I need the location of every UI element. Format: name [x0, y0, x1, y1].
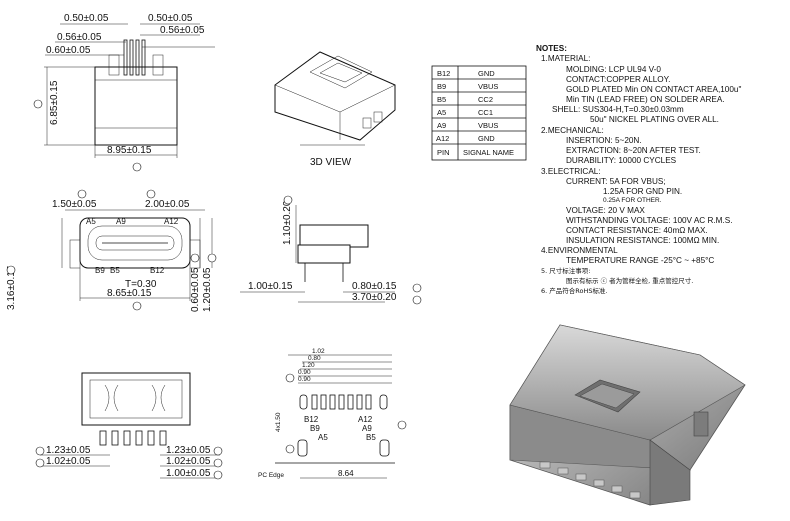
- pin-label: B12: [304, 415, 319, 424]
- pin-table-pin: B12: [437, 69, 450, 78]
- notes-line: 5. 尺寸标注事项:: [541, 266, 590, 275]
- pin-label: B5: [110, 266, 120, 275]
- pin-label: A5: [86, 217, 96, 226]
- dim-label: 0.56±0.05: [57, 32, 102, 43]
- pin-table-signal: CC2: [478, 95, 493, 104]
- dim-label: 1.23±0.05: [46, 445, 91, 456]
- dim-label: 1.50±0.05: [52, 199, 97, 210]
- dim-label: 0.90: [298, 369, 311, 376]
- notes-line: 图示有标示 ⓒ 者为管样全检, 重点管控尺寸.: [566, 276, 693, 285]
- top-view-pins: [123, 39, 146, 76]
- notes-line: CURRENT: 5A FOR VBUS;: [566, 177, 666, 186]
- notes-line: SHELL: SUS304-H,T=0.30±0.03mm: [552, 105, 684, 114]
- dim-label: 0.80: [308, 355, 321, 362]
- pin-label: A9: [116, 217, 126, 226]
- notes-line: 1.25A FOR GND PIN.: [603, 187, 682, 196]
- notes-line: 50u" NICKEL PLATING OVER ALL.: [590, 115, 719, 124]
- pin-label: A5: [318, 433, 328, 442]
- pin-table-pin: A12: [436, 134, 449, 143]
- dim-label: T=0.30: [125, 279, 157, 290]
- dim-label: 1.20: [302, 362, 315, 369]
- pin-table-pin: B9: [437, 82, 446, 91]
- pcb-footprint: 1.02 0.80 1.20 0.90 0.90 B12 B9 A5 A12 A…: [258, 348, 407, 479]
- notes-line: DURABILITY: 10000 CYCLES: [566, 156, 677, 165]
- dim-label: 3.70±0.20: [352, 292, 397, 303]
- dim-label: 1.02: [312, 348, 325, 355]
- pin-table-signal: CC1: [478, 108, 493, 117]
- dim-label: 6.85±0.15: [49, 80, 60, 125]
- notes-line: 2.MECHANICAL:: [541, 126, 604, 135]
- pin-table-pin: A9: [437, 121, 446, 130]
- product-photo: [509, 324, 746, 506]
- dim-label: 0.90: [298, 376, 311, 383]
- dim-label: 2.00±0.05: [145, 199, 190, 210]
- notes-line: INSERTION: 5~20N.: [566, 136, 642, 145]
- pin-label: B12: [150, 266, 165, 275]
- dim-label: 8.65±0.15: [107, 288, 152, 299]
- dim-label: 1.00±0.05: [166, 468, 211, 479]
- front-view: 1.50±0.05 2.00±0.05 A5 A9 A12 B5 B9 B12 …: [6, 189, 217, 312]
- pin-table: B12 GND B9 VBUS B5 CC2 A5 CC1 A9 VBUS A1…: [431, 65, 527, 161]
- side-view: 1.10±0.20 1.00±0.15 0.80±0.15 3.70±0.20: [240, 195, 422, 305]
- notes-title: NOTES:: [536, 44, 567, 53]
- dim-label: 1.02±0.05: [46, 456, 91, 467]
- notes-line: 3.ELECTRICAL:: [541, 167, 601, 176]
- notes-line: CONTACT RESISTANCE: 40mΩ MAX.: [566, 226, 708, 235]
- iso-view-label: 3D VIEW: [310, 157, 352, 168]
- notes-line: MOLDING: LCP UL94 V-0: [566, 65, 661, 74]
- footprint-pads: [297, 394, 390, 457]
- notes-line: 1.MATERIAL:: [541, 54, 590, 63]
- pin-table-header-pin: PIN: [437, 148, 450, 157]
- dim-label: 8.95±0.15: [107, 145, 152, 156]
- notes-line: VOLTAGE: 20 V MAX: [566, 206, 645, 215]
- notes-line: WITHSTANDING VOLTAGE: 100V AC R.M.S.: [566, 216, 733, 225]
- bottom-view: 1.23±0.05 1.02±0.05 1.23±0.05 1.02±0.05 …: [35, 372, 223, 480]
- pc-edge-label: PC Edge: [258, 472, 284, 479]
- top-view: 0.50±0.05 0.56±0.05 0.60±0.05 0.50±0.05 …: [33, 13, 215, 172]
- notes-line: TEMPERATURE RANGE -25°C ~ +85°C: [566, 256, 714, 265]
- dim-label: 0.50±0.05: [64, 13, 109, 24]
- pin-label: B9: [310, 424, 320, 433]
- pin-label: A12: [358, 415, 373, 424]
- dim-label: 1.23±0.05: [166, 445, 211, 456]
- pin-table-header-signal: SIGNAL NAME: [463, 148, 514, 157]
- dim-label: 1.10±0.20: [282, 200, 293, 245]
- dim-label: 0.80±0.15: [352, 281, 397, 292]
- pin-table-pin: B5: [437, 95, 446, 104]
- pin-label: A12: [164, 217, 179, 226]
- pin-table-pin: A5: [437, 108, 446, 117]
- iso-view: 3D VIEW: [274, 51, 396, 168]
- dim-label: 3.16±0.15: [6, 265, 17, 310]
- dim-label: 1.02±0.05: [166, 456, 211, 467]
- notes-line: GOLD PLATED Min ON CONTACT AREA,100u": [566, 85, 741, 94]
- dim-label: 0.56±0.05: [160, 25, 205, 36]
- bottom-view-body: [81, 372, 191, 426]
- side-view-body: [299, 224, 369, 248]
- top-view-body: [94, 66, 178, 146]
- notes-line: CONTACT:COPPER ALLOY.: [566, 75, 670, 84]
- pin-label: A9: [362, 424, 372, 433]
- notes: NOTES: 1.MATERIAL: MOLDING: LCP UL94 V-0…: [536, 44, 741, 295]
- notes-line: EXTRACTION: 8~20N AFTER TEST.: [566, 146, 701, 155]
- pin-label: B9: [95, 266, 105, 275]
- bottom-view-pins: [99, 430, 167, 446]
- dim-label: 0.60±0.05: [46, 45, 91, 56]
- pin-table-signal: VBUS: [478, 121, 498, 130]
- notes-line: 0.25A FOR OTHER.: [603, 197, 662, 204]
- dim-label: 8.64: [338, 469, 354, 478]
- pin-label: B5: [366, 433, 376, 442]
- dim-label: 4x1.50: [275, 412, 282, 432]
- pin-table-signal: GND: [478, 134, 495, 143]
- pin-table-signal: GND: [478, 69, 495, 78]
- dim-label: 1.20±0.05: [202, 267, 213, 312]
- dim-label: 0.50±0.05: [148, 13, 193, 24]
- notes-line: INSULATION RESISTANCE: 100MΩ MIN.: [566, 236, 719, 245]
- pin-table-signal: VBUS: [478, 82, 498, 91]
- notes-line: 6. 产品符合RoHS标准.: [541, 286, 608, 295]
- notes-line: Min TIN (LEAD FREE) ON SOLDER AREA.: [566, 95, 725, 104]
- dim-label: 0.60±0.05: [190, 267, 201, 312]
- dim-label: 1.00±0.15: [248, 281, 293, 292]
- notes-line: 4.ENVIRONMENTAL: [541, 246, 618, 255]
